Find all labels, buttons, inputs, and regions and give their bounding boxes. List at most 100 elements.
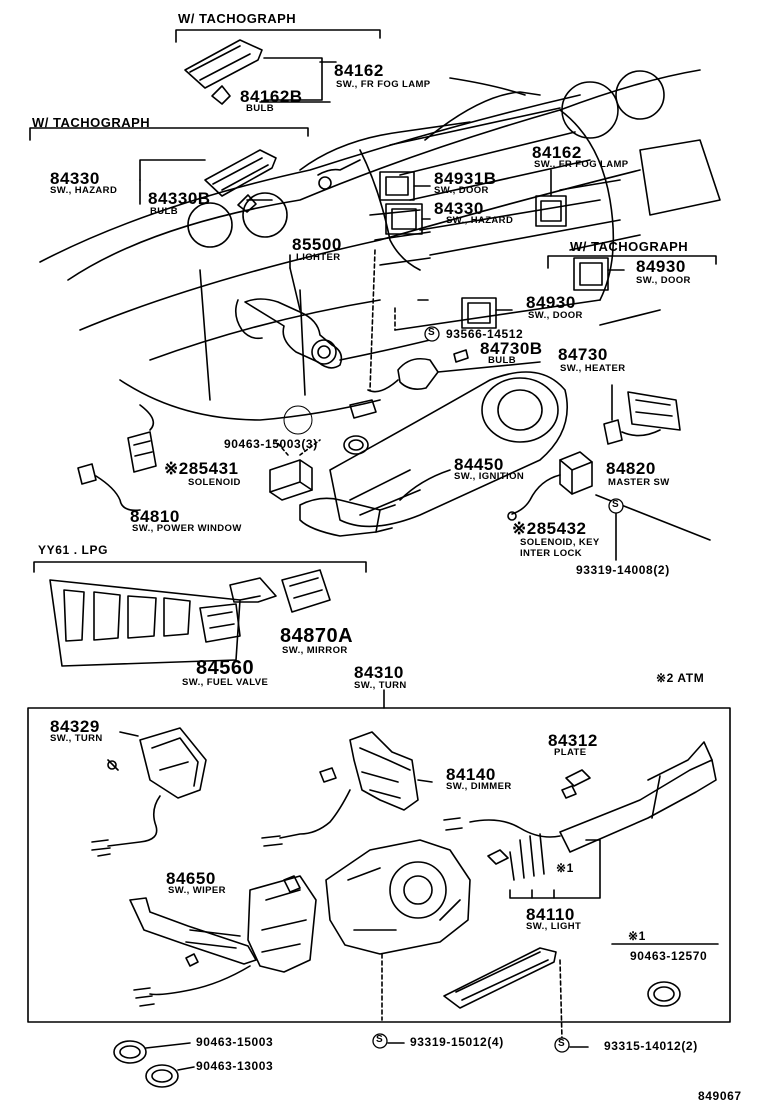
- part-number-84930-mid: 84930: [526, 293, 576, 312]
- combination-switch-box: [27, 707, 731, 1023]
- tacho-top-bracket: [175, 29, 381, 43]
- part-number-84162b: 84162B: [240, 87, 303, 106]
- part-number-84450: 84450: [454, 455, 504, 474]
- part-number-84330-left: 84330: [50, 169, 100, 188]
- diagram-id: 849067: [698, 1089, 742, 1103]
- door-switch-mid: [461, 297, 513, 329]
- part-name-84110: SW., LIGHT: [526, 921, 582, 932]
- part-number-90463-13003: 90463-13003: [196, 1059, 274, 1073]
- part-number-93319-15012: 93319-15012(4): [410, 1035, 504, 1049]
- part-name-84870a: SW., MIRROR: [282, 645, 348, 656]
- part-name-85432: SOLENOID, KEY INTER LOCK: [520, 537, 600, 559]
- lpg-bracket: [33, 561, 367, 573]
- part-name-84330-left: SW., HAZARD: [50, 185, 118, 196]
- bottom-clamps: [113, 1040, 195, 1088]
- part-name-85431: SOLENOID: [188, 477, 241, 488]
- screw-s-1: S: [428, 327, 435, 338]
- part-number-85500: 85500: [292, 235, 342, 254]
- part-name-84162b: BULB: [246, 103, 274, 114]
- part-number-84140: 84140: [446, 765, 496, 784]
- part-number-84330b: 84330B: [148, 189, 211, 208]
- part-name-84330-center: SW., HAZARD: [446, 215, 514, 226]
- screw-s-4: S: [558, 1038, 565, 1049]
- part-number-90463-15003: 90463-15003: [196, 1035, 274, 1049]
- screw-marker: [372, 1033, 388, 1049]
- part-number-84870a: 84870A: [280, 625, 354, 647]
- combination-switch-body: [325, 839, 471, 1021]
- part-number-93315-14012: 93315-14012(2): [604, 1039, 698, 1053]
- part-name-84162-top: SW., FR FOG LAMP: [336, 79, 431, 90]
- turn-switch-84329: [91, 727, 207, 857]
- screw-marker: [554, 1037, 570, 1053]
- headlight-lever: [443, 741, 717, 881]
- part-number-84312: 84312: [548, 731, 598, 750]
- part-name-84162-right: SW., FR FOG LAMP: [534, 159, 629, 170]
- note-ref1: ※1: [556, 861, 574, 875]
- screw-s-2: S: [612, 499, 619, 510]
- part-number-84930-right: 84930: [636, 257, 686, 276]
- part-name-84730: SW., HEATER: [560, 363, 626, 374]
- note-atm: ※2 ATM: [656, 671, 705, 685]
- master-switch: [603, 384, 681, 445]
- part-number-85431: ※285431: [164, 459, 239, 478]
- part-number-84162-top: 84162: [334, 61, 384, 80]
- part-name-84730b: BULB: [488, 355, 516, 366]
- ignition-switch: [299, 469, 451, 537]
- connector-93315: [443, 947, 563, 1041]
- power-window-switch: [77, 431, 157, 512]
- part-name-84140: SW., DIMMER: [446, 781, 512, 792]
- part-number-84931b: 84931B: [434, 169, 497, 188]
- hazard-switch-left: [204, 149, 277, 213]
- part-name-84650: SW., WIPER: [168, 885, 226, 896]
- part-number-84162-right: 84162: [532, 143, 582, 162]
- switch-cluster-center: [317, 159, 431, 235]
- cigarette-lighter: [234, 267, 343, 369]
- part-number-84560: 84560: [196, 657, 255, 679]
- part-name-84329: SW., TURN: [50, 733, 103, 744]
- part-name-84330b: BULB: [150, 206, 178, 217]
- part-name-84450: SW., IGNITION: [454, 471, 525, 482]
- part-number-84310: 84310: [354, 663, 404, 682]
- part-name-84930-mid: SW., DOOR: [528, 310, 583, 321]
- part-name-84930-right: SW., DOOR: [636, 275, 691, 286]
- part-number-84730: 84730: [558, 345, 608, 364]
- header-tacho-left: W/ TACHOGRAPH: [32, 115, 151, 130]
- tacho-right-bracket: [547, 255, 717, 269]
- part-name-84310: SW., TURN: [354, 680, 407, 691]
- clamp-90463-15003-3: [343, 435, 369, 455]
- part-number-84820: 84820: [606, 459, 656, 478]
- tacho-left-bracket: [29, 127, 309, 141]
- lpg-panel: [49, 569, 331, 667]
- heater-switch-bulb: [349, 349, 541, 419]
- note-ref1b: ※1: [628, 929, 646, 943]
- part-number-84329: 84329: [50, 717, 100, 736]
- part-number-84730b: 84730B: [480, 339, 543, 358]
- part-name-85500: LIGHTER: [296, 252, 341, 263]
- header-tacho-top: W/ TACHOGRAPH: [178, 11, 297, 26]
- part-name-84560: SW., FUEL VALVE: [182, 677, 269, 688]
- steering-column-cover: [329, 371, 568, 528]
- part-number-90463-12570: 90463-12570: [630, 949, 708, 963]
- header-lpg: YY61 . LPG: [38, 543, 109, 557]
- fog-lamp-switch-top: [184, 39, 263, 105]
- part-number-84650: 84650: [166, 869, 216, 888]
- clamp-90463-12570: [611, 943, 719, 1007]
- header-tacho-right: W/ TACHOGRAPH: [570, 239, 689, 254]
- light-switch-bracket: [509, 839, 601, 899]
- turn-switch-84310: [261, 731, 433, 847]
- screw-marker: [608, 498, 624, 514]
- bottom-screw-leaders: [387, 1042, 589, 1048]
- part-name-84820: MASTER SW: [608, 477, 670, 488]
- wiper-switch-84650: [129, 875, 317, 1007]
- fog-lamp-switch-right: [535, 169, 567, 227]
- part-number-90463-15003-3: 90463-15003(3): [224, 437, 318, 451]
- bracket-84162-top: [263, 57, 323, 101]
- screw-marker: [424, 326, 440, 342]
- dashboard-panel: [39, 69, 721, 431]
- part-number-84110: 84110: [526, 905, 575, 924]
- part-name-84810: SW., POWER WINDOW: [132, 523, 242, 534]
- part-number-93566: 93566-14512: [446, 327, 524, 341]
- part-name-84312: PLATE: [554, 747, 587, 758]
- screw-markers: [372, 326, 624, 1053]
